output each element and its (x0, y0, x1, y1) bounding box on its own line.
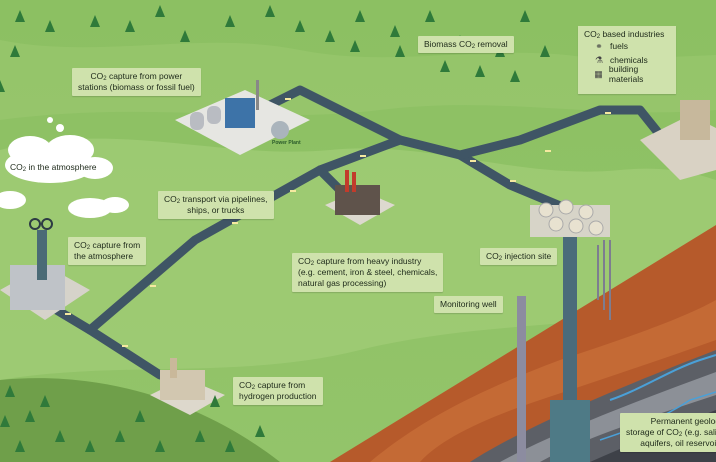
hill-top (0, 40, 716, 120)
label-heavy-industry: CO2 capture from heavy industry (e.g. ce… (292, 253, 444, 292)
label-power-capture: CO2 capture from power stations (biomass… (72, 68, 201, 96)
storage-reservoir (550, 400, 590, 462)
power-station (175, 80, 310, 155)
industry-item: ⚭ fuels (592, 39, 670, 53)
heavy-industry-plant (325, 170, 395, 225)
industry-item: ⚗ chemicals (592, 53, 670, 67)
co2-industry-facility (640, 100, 716, 180)
pipeline-arrows (65, 98, 611, 347)
molecule-icon: ⚭ (595, 40, 603, 51)
co2-industries-panel: CO2 based industries ⚭ fuels ⚗ chemicals… (578, 26, 676, 94)
injection-shaft (563, 225, 577, 405)
auxiliary-pipes (597, 240, 611, 320)
bricks-icon: ▦ (594, 68, 603, 79)
direct-air-capture-plant (0, 218, 90, 320)
industry-item: ▦ building materials (592, 64, 670, 84)
flask-icon: ⚗ (594, 54, 604, 65)
label-injection-site: CO2 injection site (480, 248, 558, 265)
aquifer-line (609, 354, 716, 401)
label-transport: CO2 transport via pipelines, ships, or t… (158, 191, 274, 219)
power-plant-sign: Power Plant (272, 140, 301, 146)
soil-stripe (370, 300, 716, 462)
industries-title: CO2 based industries (584, 29, 665, 40)
label-monitoring-well: Monitoring well (434, 296, 503, 313)
injection-tanks (530, 199, 610, 237)
monitoring-shaft (517, 296, 526, 462)
label-hydrogen-capture: CO2 capture from hydrogen production (233, 377, 323, 405)
label-biomass-removal: Biomass CO2 removal (418, 36, 514, 53)
clouds (0, 117, 129, 218)
hydrogen-plant (150, 358, 225, 415)
label-atmosphere-capture: CO2 capture from the atmosphere (68, 237, 147, 265)
label-geologic-storage: Permanent geologic storage of CO2 (e.g. … (620, 413, 716, 452)
label-co2-atmosphere: CO2 in the atmosphere (10, 162, 97, 173)
